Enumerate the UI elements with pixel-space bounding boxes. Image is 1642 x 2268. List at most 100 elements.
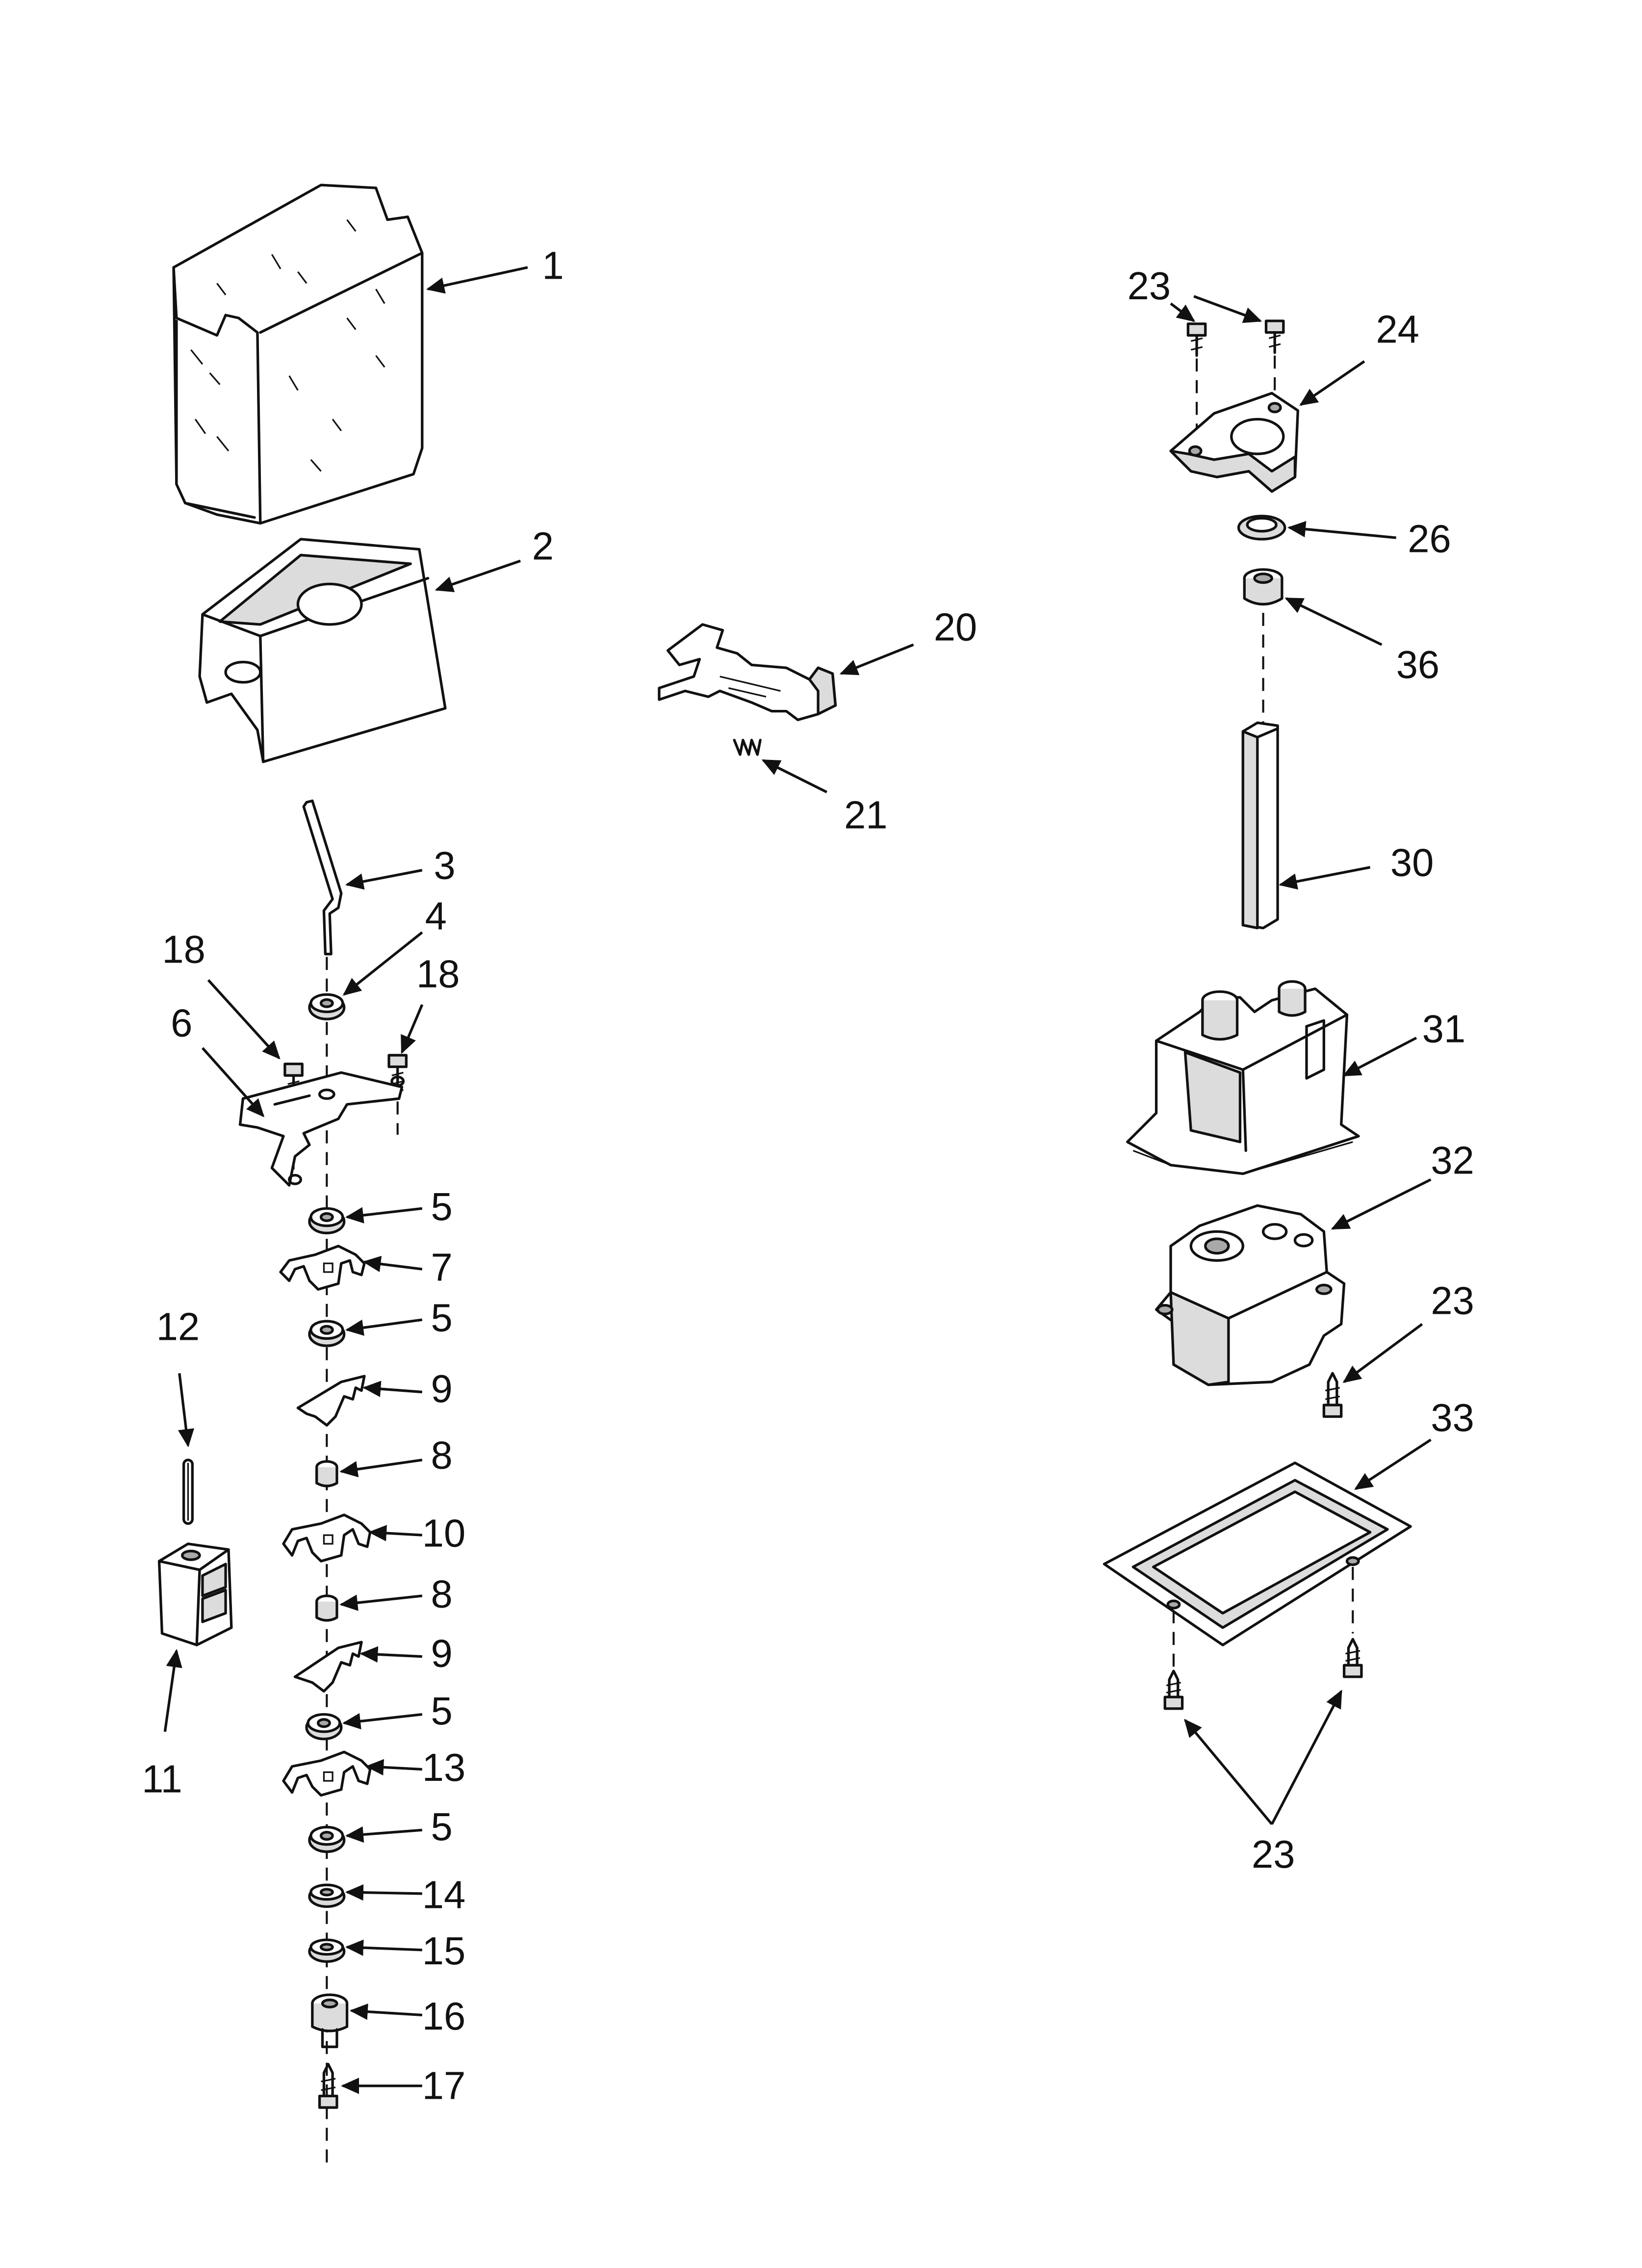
- callout-24: 24: [1299, 307, 1419, 406]
- label-21: 21: [844, 793, 887, 836]
- label-15: 15: [422, 1929, 465, 1973]
- part-9-lever-upper: [296, 1375, 366, 1427]
- label-18-right: 18: [416, 952, 460, 995]
- callout-2: 2: [435, 524, 554, 593]
- part-21-spring: [733, 738, 762, 756]
- part-26-ring: [1237, 515, 1286, 541]
- callout-13: 13: [365, 1746, 465, 1789]
- label-9a: 9: [431, 1367, 452, 1410]
- label-23-top: 23: [1128, 264, 1171, 308]
- part-23-screw-bottom-left: [1163, 1669, 1184, 1710]
- part-8-spacer-lower: [315, 1594, 338, 1622]
- label-7: 7: [431, 1246, 452, 1289]
- part-18-screw-right: [387, 1054, 408, 1135]
- callout-31: 31: [1342, 1007, 1465, 1077]
- label-6: 6: [171, 1001, 192, 1045]
- label-36: 36: [1396, 643, 1439, 686]
- callout-5d: 5: [345, 1805, 453, 1849]
- label-20: 20: [934, 605, 977, 649]
- label-16: 16: [422, 1994, 465, 2038]
- part-5-washer-a: [308, 1207, 346, 1234]
- callout-23-bottom: 23: [1184, 1690, 1343, 1876]
- callout-8b: 8: [339, 1572, 453, 1616]
- label-30: 30: [1390, 841, 1434, 885]
- label-3: 3: [434, 843, 455, 887]
- callout-6: 6: [171, 1001, 265, 1118]
- callout-23-top: 23: [1128, 264, 1262, 323]
- part-6-mounting-plate: [238, 1071, 405, 1187]
- part-1-bin-cover: [172, 183, 424, 525]
- part-9-lever-lower: [293, 1641, 363, 1693]
- callout-14: 14: [345, 1873, 465, 1916]
- label-5c: 5: [431, 1689, 452, 1733]
- callout-4: 4: [342, 894, 447, 996]
- callout-9a: 9: [362, 1367, 453, 1410]
- label-1: 1: [542, 244, 564, 287]
- part-31-housing: [1126, 980, 1360, 1175]
- label-31: 31: [1422, 1007, 1465, 1050]
- part-13-cam: [282, 1750, 372, 1797]
- callout-1: 1: [426, 244, 564, 294]
- part-16-hub: [311, 1993, 349, 2048]
- label-32: 32: [1431, 1139, 1474, 1182]
- label-5b: 5: [431, 1296, 452, 1340]
- callout-12: 12: [156, 1304, 200, 1448]
- callout-33: 33: [1354, 1396, 1474, 1490]
- label-13: 13: [422, 1746, 465, 1789]
- callout-23-motor: 23: [1342, 1278, 1474, 1383]
- callout-5b: 5: [345, 1296, 453, 1340]
- callout-10: 10: [368, 1512, 465, 1555]
- label-23-motor: 23: [1431, 1278, 1474, 1322]
- label-5a: 5: [431, 1185, 452, 1228]
- part-33-gasket-plate: [1103, 1461, 1412, 1646]
- callout-36: 36: [1284, 597, 1439, 686]
- callout-3: 3: [345, 843, 456, 890]
- part-2-bin-base: [198, 538, 447, 763]
- part-15-washer: [308, 1938, 346, 1963]
- part-23-screw-motor: [1322, 1372, 1343, 1418]
- label-12: 12: [156, 1304, 200, 1348]
- label-10: 10: [422, 1512, 465, 1555]
- label-14: 14: [422, 1873, 465, 1916]
- part-8-spacer-upper: [315, 1460, 338, 1487]
- label-8a: 8: [431, 1434, 452, 1477]
- callout-5a: 5: [345, 1185, 453, 1228]
- part-20-bracket: [658, 623, 837, 721]
- label-9b: 9: [431, 1631, 452, 1675]
- callout-11: 11: [142, 1649, 182, 1801]
- label-33: 33: [1431, 1396, 1474, 1439]
- callout-21: 21: [761, 759, 888, 836]
- label-5d: 5: [431, 1805, 452, 1849]
- part-32-motor: [1155, 1204, 1346, 1386]
- label-26: 26: [1408, 517, 1451, 561]
- part-5-washer-c: [305, 1713, 343, 1741]
- part-3-bent-rod: [302, 799, 343, 956]
- callout-26: 26: [1287, 517, 1451, 561]
- part-7-cam: [279, 1245, 366, 1291]
- part-30-shaft: [1241, 721, 1279, 930]
- part-14-washer: [308, 1883, 346, 1908]
- callout-32: 32: [1331, 1139, 1474, 1230]
- callout-30: 30: [1279, 841, 1434, 890]
- callout-17: 17: [341, 2063, 465, 2107]
- callout-20: 20: [839, 605, 977, 676]
- part-5-washer-b: [308, 1320, 346, 1347]
- callout-16: 16: [349, 1994, 465, 2038]
- callout-18-left: 18: [162, 927, 281, 1060]
- label-23-bottom: 23: [1252, 1832, 1295, 1876]
- label-24: 24: [1376, 307, 1419, 351]
- callout-9b: 9: [359, 1631, 453, 1675]
- part-5-washer-d: [308, 1825, 346, 1853]
- part-23-screw-top-right: [1264, 319, 1285, 405]
- callout-18-right: 18: [401, 952, 460, 1054]
- callout-15: 15: [345, 1929, 465, 1973]
- part-24-bracket-plate: [1169, 391, 1299, 493]
- part-23-screw-bottom-right: [1342, 1638, 1363, 1678]
- part-36-bushing: [1243, 568, 1283, 606]
- label-4: 4: [425, 894, 447, 938]
- part-17-screw: [318, 2062, 338, 2109]
- part-4-bushing: [308, 993, 346, 1020]
- part-12-pin: [182, 1459, 194, 1525]
- label-17: 17: [422, 2063, 465, 2107]
